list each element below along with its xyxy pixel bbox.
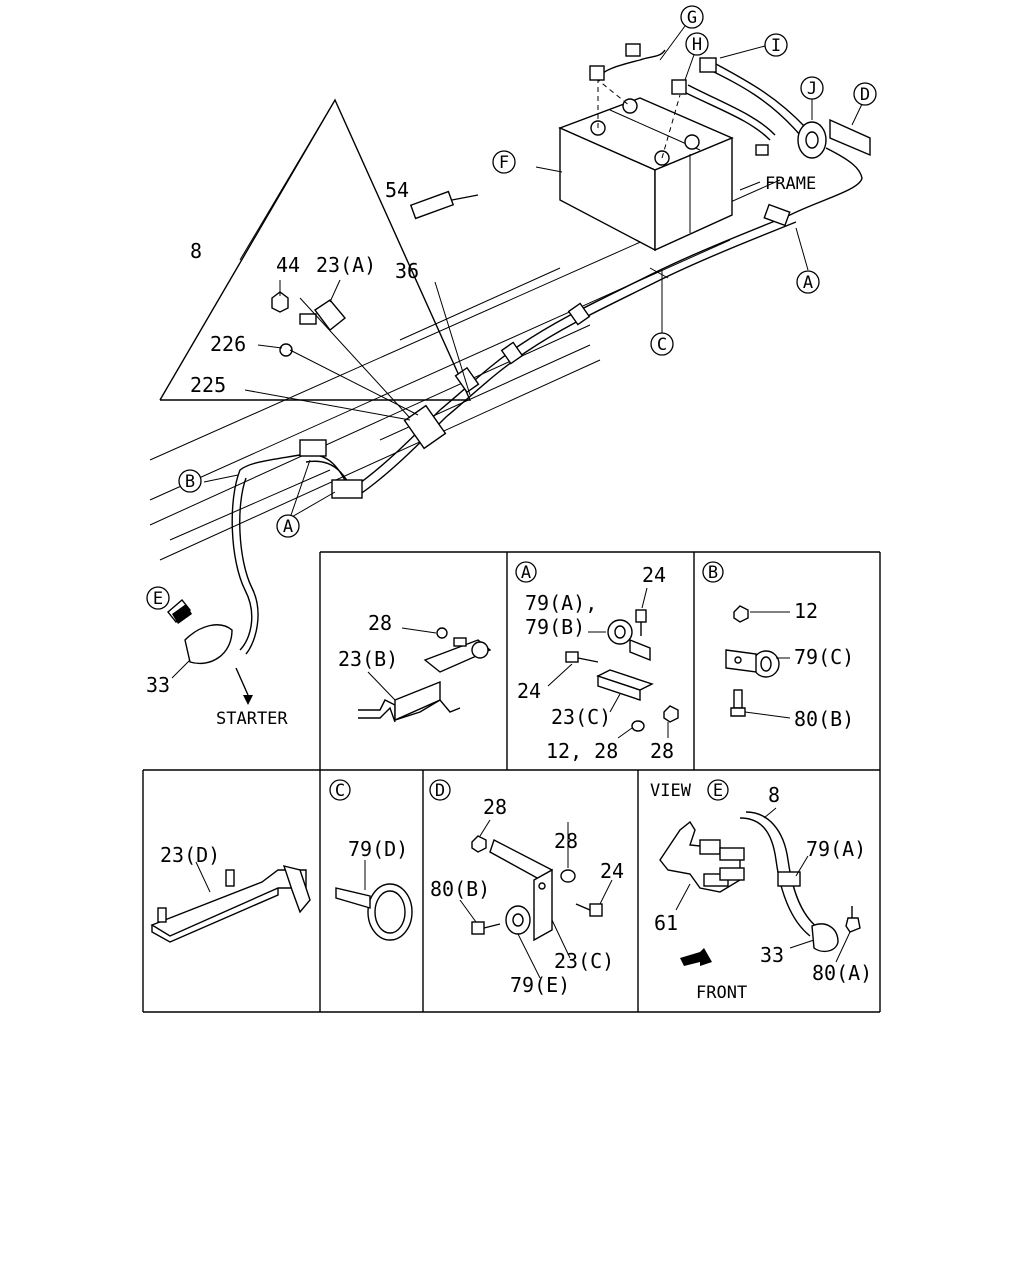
view-label: VIEW (650, 781, 692, 801)
panel-b-letter: B (708, 563, 718, 583)
letter-J: J (807, 79, 817, 99)
callout-36: 36 (395, 259, 419, 283)
label-28: 28 (650, 739, 674, 763)
callout-226: 226 (210, 332, 246, 356)
label-12-28: 12, 28 (546, 739, 618, 763)
label-23c: 23(C) (554, 949, 614, 973)
main-cable (231, 203, 797, 655)
front-label: FRONT (696, 983, 747, 1003)
letter-I: I (771, 36, 781, 56)
panel-a: A 24 79(A), 79(B) 24 23(C) 12, 28 28 (515, 561, 679, 763)
callout-54: 54 (385, 178, 409, 202)
letter-H: H (692, 35, 702, 55)
panel-d-letter: D (435, 781, 445, 801)
label-79ab-line1: 79(A), (525, 591, 597, 615)
callout-triangle (159, 98, 472, 401)
label-80a: 80(A) (812, 961, 872, 985)
label-28-left: 28 (483, 795, 507, 819)
label-24: 24 (600, 859, 624, 883)
label-24-top: 24 (642, 563, 666, 587)
label-23c: 23(C) (551, 705, 611, 729)
letter-D: D (860, 85, 870, 105)
panel-23d: 23(D) (150, 843, 311, 943)
callout-33: 33 (146, 673, 170, 697)
panel-a-letter: A (521, 563, 531, 583)
label-79e: 79(E) (510, 973, 570, 997)
label-23b: 23(B) (338, 647, 398, 671)
label-79c: 79(C) (794, 645, 854, 669)
letter-A-upper: A (803, 273, 813, 293)
label-12: 12 (794, 599, 818, 623)
label-28-right: 28 (554, 829, 578, 853)
panel-23b: 28 23(B) (338, 611, 492, 723)
label-79d: 79(D) (348, 837, 408, 861)
letter-A-lower: A (283, 517, 293, 537)
label-24-left: 24 (517, 679, 541, 703)
panel-d: D 28 28 24 80(B) 23(C) 79(E) (429, 779, 624, 997)
letter-E: E (153, 589, 163, 609)
label-80b: 80(B) (430, 877, 490, 901)
battery (558, 78, 734, 252)
callout-8: 8 (190, 239, 202, 263)
label-28: 28 (368, 611, 392, 635)
panel-e-letter: E (713, 781, 723, 801)
panel-c: C 79(D) (329, 779, 413, 941)
battery-cables (589, 43, 871, 216)
callout-44: 44 (276, 253, 300, 277)
label-80b: 80(B) (794, 707, 854, 731)
label-61: 61 (654, 911, 678, 935)
frame-label: FRAME (765, 174, 816, 194)
callout-225: 225 (190, 373, 226, 397)
letter-G: G (687, 8, 697, 28)
label-23d: 23(D) (160, 843, 220, 867)
panel-c-letter: C (335, 781, 345, 801)
label-33: 33 (760, 943, 784, 967)
letter-F: F (499, 153, 509, 173)
main-view: 8 54 44 23(A) 36 226 225 33 FRAME STARTE… (146, 5, 877, 729)
letter-B: B (185, 472, 195, 492)
callout-23a: 23(A) (316, 253, 376, 277)
letter-C: C (657, 335, 667, 355)
leader-lines (171, 25, 863, 679)
panel-b: B 12 79(C) 80(B) (702, 561, 854, 731)
starter-label: STARTER (216, 709, 288, 729)
label-79a: 79(A) (806, 837, 866, 861)
label-8: 8 (768, 783, 780, 807)
panel-view-e: VIEW E 8 79(A) 61 33 80(A) FRONT (650, 779, 872, 1003)
label-79ab-line2: 79(B) (525, 615, 585, 639)
panel-grid (142, 551, 881, 1013)
letter-circles (146, 5, 877, 624)
triangle-parts (271, 190, 479, 357)
